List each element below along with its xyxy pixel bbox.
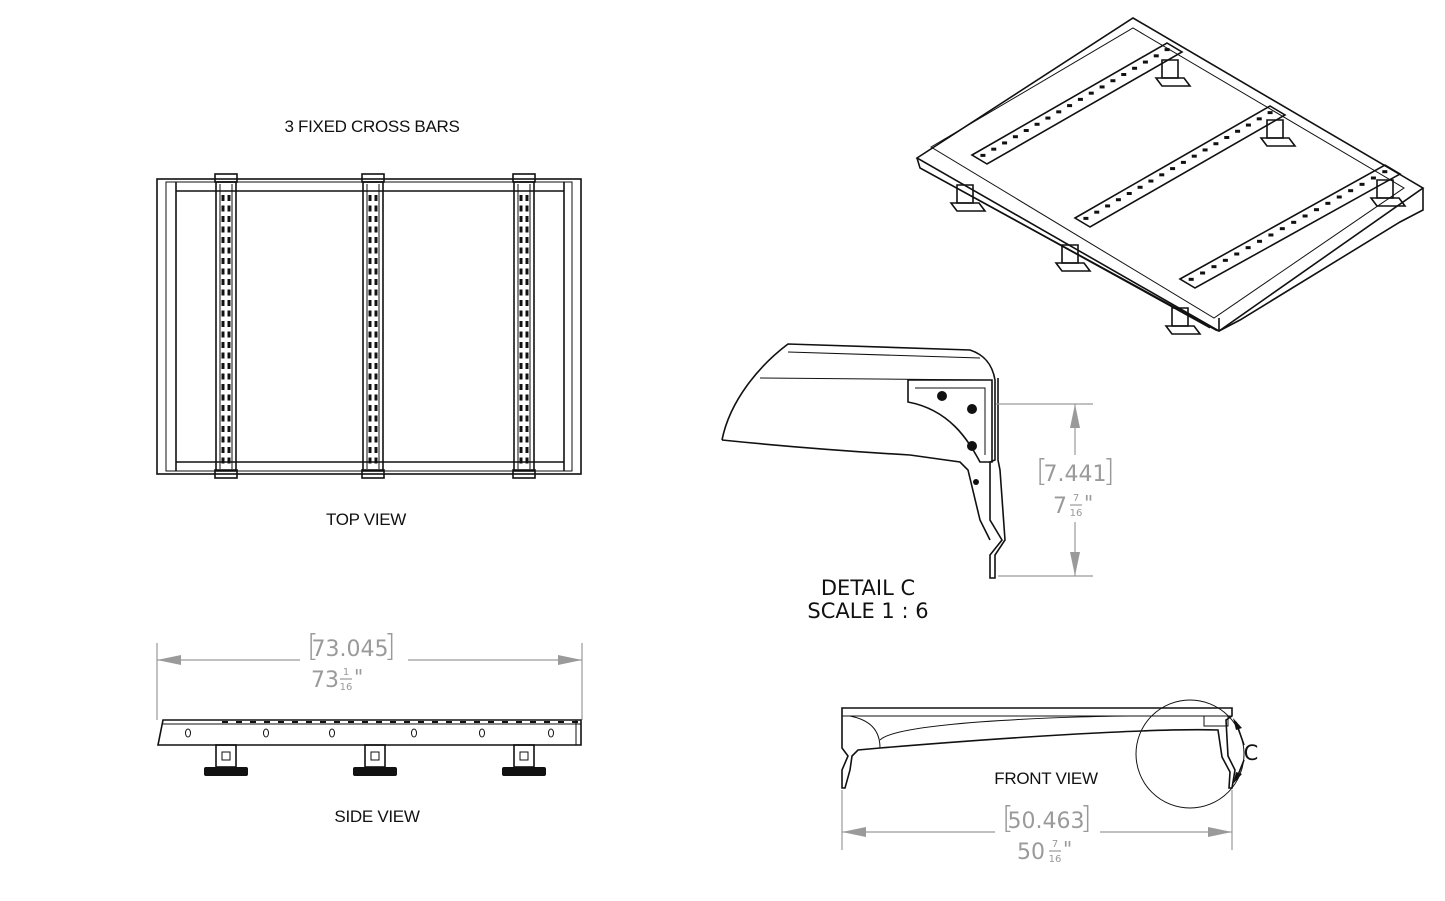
crossbar-2 — [361, 173, 385, 479]
svg-text:[: [ — [1002, 801, 1014, 836]
height-whole: 7 — [1053, 494, 1067, 519]
detail-c-title: DETAIL C — [821, 576, 915, 600]
length-whole: 73 — [311, 668, 339, 693]
svg-text:[: [ — [1036, 454, 1048, 489]
height-unit: " — [1084, 491, 1093, 515]
front-view-label: FRONT VIEW — [994, 769, 1098, 788]
svg-text:[: [ — [307, 629, 319, 664]
width-unit: " — [1063, 837, 1072, 861]
length-decimal: 73.045 — [312, 637, 389, 662]
width-denominator: 16 — [1049, 854, 1062, 865]
svg-text:]: ] — [1080, 801, 1092, 836]
side-view-label: SIDE VIEW — [334, 807, 419, 826]
svg-text:]: ] — [384, 629, 396, 664]
detail-c-view — [721, 343, 1006, 579]
front-view — [841, 699, 1245, 809]
crossbar-3 — [512, 173, 536, 479]
side-view — [157, 719, 582, 776]
length-denominator: 16 — [340, 682, 353, 693]
height-decimal: 7.441 — [1044, 462, 1107, 487]
width-whole: 50 — [1017, 840, 1045, 865]
svg-text:]: ] — [1103, 454, 1115, 489]
length-unit: " — [354, 665, 363, 689]
top-view — [156, 173, 582, 479]
top-view-crossbars — [214, 173, 536, 479]
length-numerator: 1 — [343, 667, 349, 678]
height-numerator: 7 — [1073, 493, 1079, 504]
width-numerator: 7 — [1052, 839, 1058, 850]
crossbar-1 — [214, 173, 238, 479]
detail-c-marker: C — [1244, 741, 1259, 765]
isometric-view — [915, 17, 1425, 335]
height-denominator: 16 — [1070, 508, 1083, 519]
front-view-width-dimension: [ 50.463 ] 50 7 16 " — [841, 790, 1233, 865]
detail-c-scale: SCALE 1 : 6 — [807, 599, 928, 623]
side-view-length-dimension: [ 73.045 ] 73 1 16 " — [156, 629, 583, 720]
top-view-label: TOP VIEW — [326, 510, 406, 529]
width-decimal: 50.463 — [1008, 809, 1085, 834]
drawing-title: 3 FIXED CROSS BARS — [284, 117, 459, 136]
detail-c-height-dimension: [ 7.441 ] 7 7 16 " — [996, 403, 1115, 577]
